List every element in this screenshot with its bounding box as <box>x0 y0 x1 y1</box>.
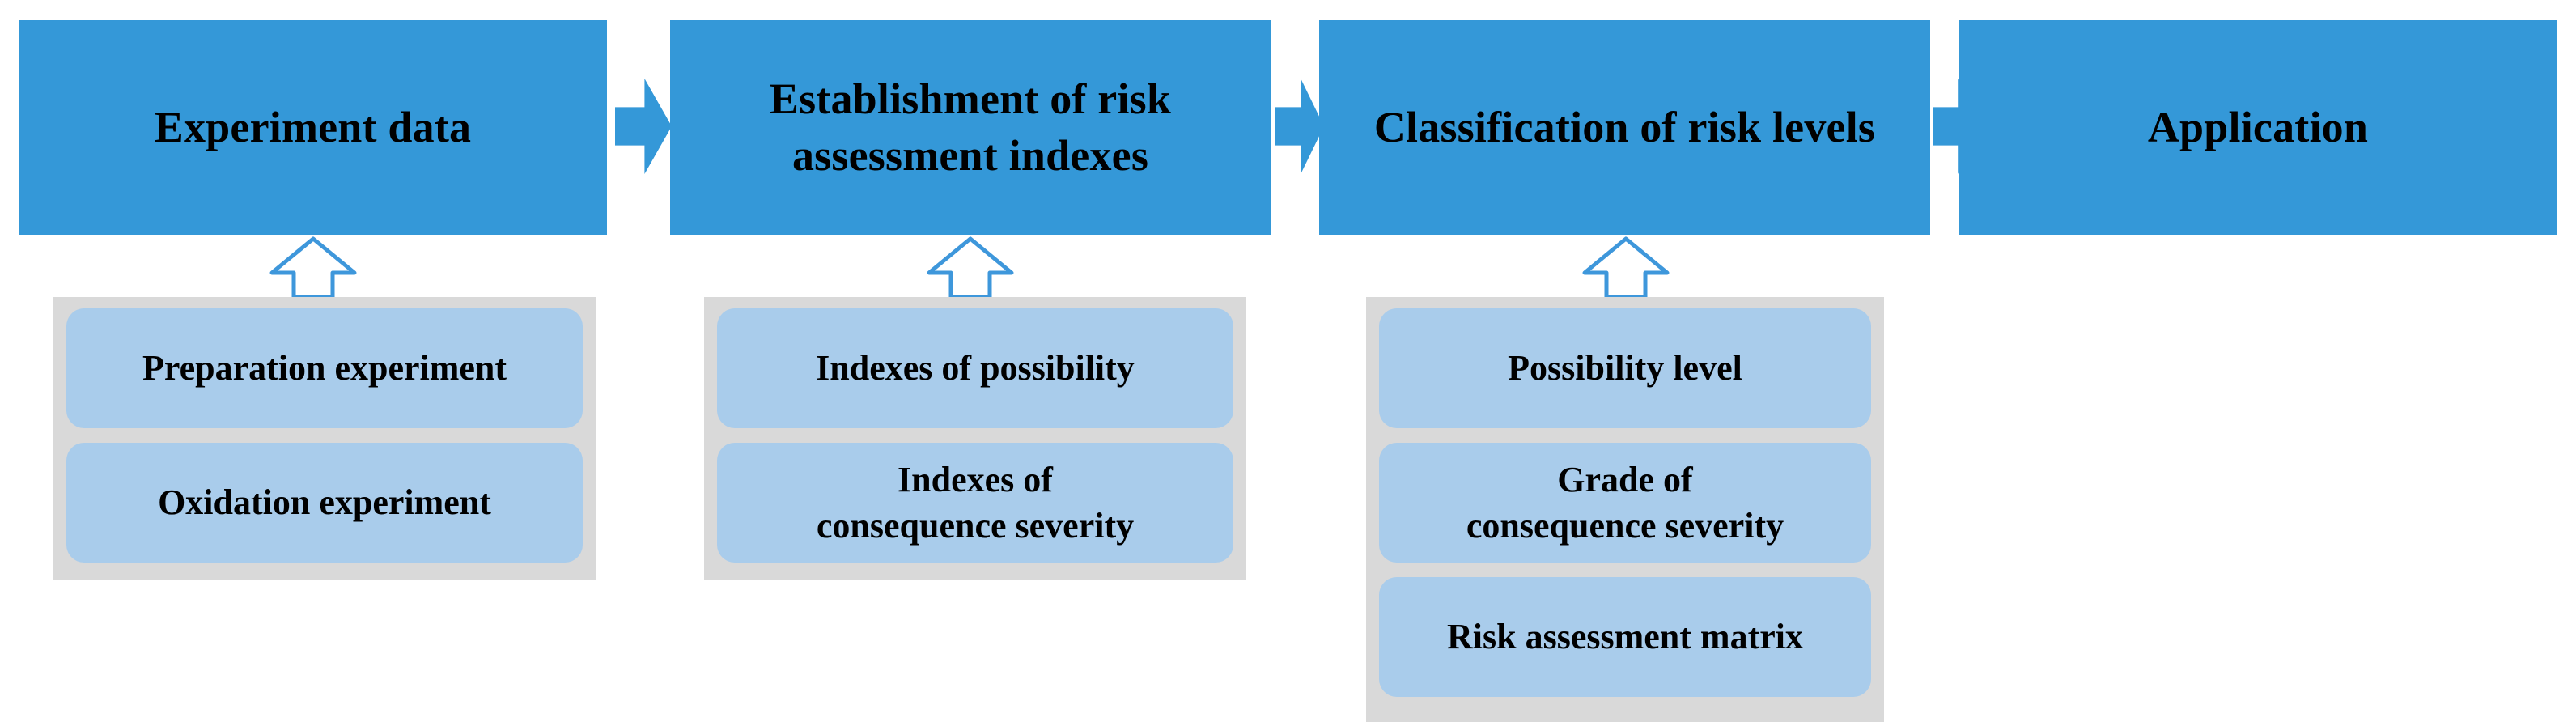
sub-box-label: Preparation experiment <box>142 348 507 389</box>
stage-box-application[interactable]: Application <box>1959 20 2557 235</box>
stage-label: Application <box>2147 102 2369 151</box>
stage-box-establishment-of-risk-assessment-indexes[interactable]: Establishment of risk assessment indexes <box>670 20 1271 235</box>
sub-group-classification-of-risk-levels: Possibility level Grade of consequence s… <box>1366 297 1884 722</box>
arrow-right-icon-stage1-to-stage2 <box>615 79 672 174</box>
sub-box-preparation-experiment[interactable]: Preparation experiment <box>66 308 583 428</box>
sub-group-experiment-data: Preparation experiment Oxidation experim… <box>53 297 596 580</box>
sub-box-label: Risk assessment matrix <box>1447 617 1803 657</box>
sub-box-label: Possibility level <box>1508 348 1742 389</box>
arrow-up-icon-subgroup1-to-stage1 <box>269 236 357 299</box>
sub-box-indexes-of-possibility[interactable]: Indexes of possibility <box>717 308 1233 428</box>
arrow-right-icon-stage2-to-stage3 <box>1275 79 1324 174</box>
sub-box-spacer <box>1379 428 1871 443</box>
stage-box-classification-of-risk-levels[interactable]: Classification of risk levels <box>1319 20 1930 235</box>
sub-box-label: Oxidation experiment <box>158 482 491 523</box>
arrow-up-icon-subgroup2-to-stage2 <box>927 236 1014 299</box>
sub-group-establishment-of-risk-assessment-indexes: Indexes of possibility Indexes of conseq… <box>704 297 1246 580</box>
sub-box-label: Indexes of possibility <box>816 348 1135 389</box>
stage-label: Establishment of risk assessment indexes <box>769 74 1172 180</box>
sub-box-grade-of-consequence-severity[interactable]: Grade of consequence severity <box>1379 443 1871 563</box>
sub-box-spacer <box>1379 563 1871 577</box>
sub-box-indexes-of-consequence-severity[interactable]: Indexes of consequence severity <box>717 443 1233 563</box>
arrow-up-icon-subgroup3-to-stage3 <box>1582 236 1670 299</box>
sub-box-spacer <box>717 428 1233 443</box>
sub-box-oxidation-experiment[interactable]: Oxidation experiment <box>66 443 583 563</box>
sub-box-spacer <box>66 428 583 443</box>
sub-box-label: Grade of consequence severity <box>1466 459 1785 546</box>
sub-box-label: Indexes of consequence severity <box>816 459 1135 546</box>
stage-box-experiment-data[interactable]: Experiment data <box>19 20 607 235</box>
sub-box-risk-assessment-matrix[interactable]: Risk assessment matrix <box>1379 577 1871 697</box>
sub-box-possibility-level[interactable]: Possibility level <box>1379 308 1871 428</box>
stage-label: Classification of risk levels <box>1373 102 1876 151</box>
stage-label: Experiment data <box>154 102 472 151</box>
